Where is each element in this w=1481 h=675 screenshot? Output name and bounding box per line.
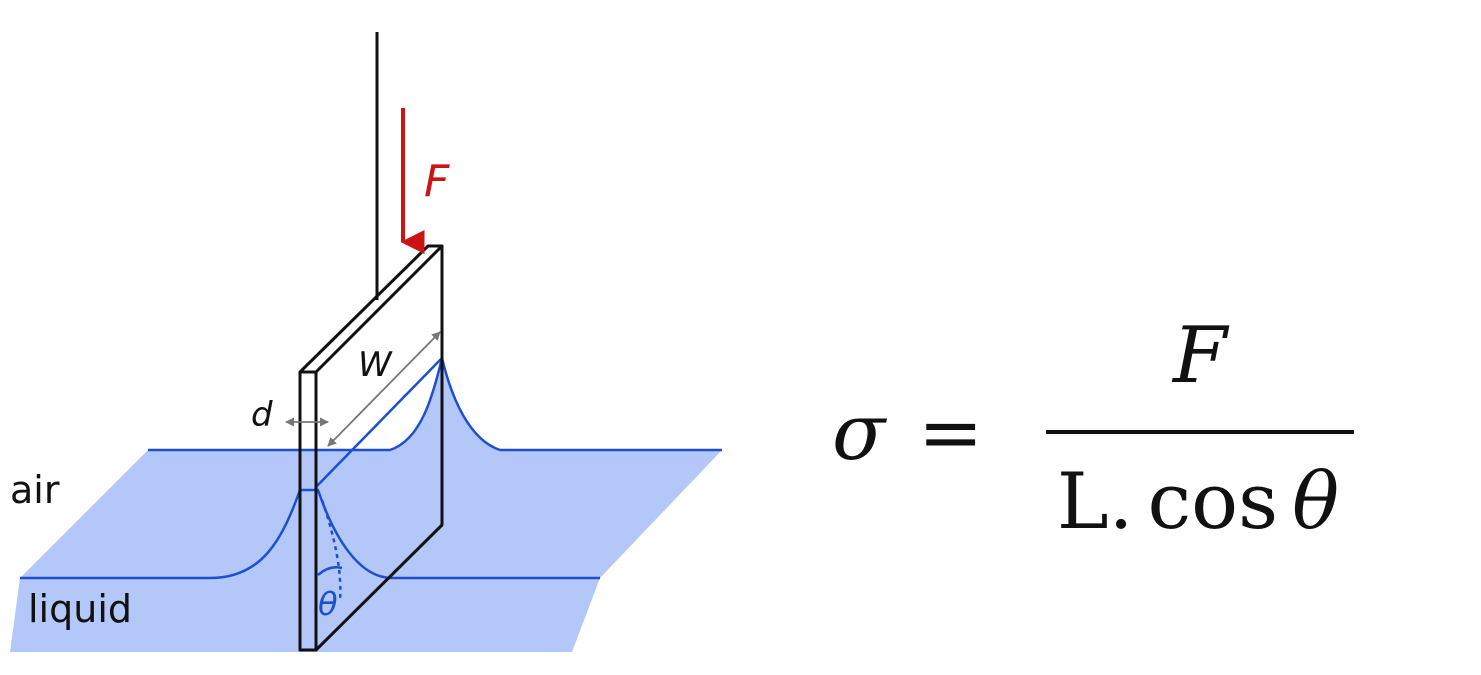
equation-equals: =	[918, 388, 983, 478]
contact-angle-line	[320, 499, 342, 601]
denominator-prefix: L.	[1057, 457, 1134, 547]
force-label: F	[424, 156, 450, 207]
equation-lhs: σ	[832, 388, 887, 478]
thickness-label: d	[251, 395, 273, 435]
contact-angle-arc	[317, 566, 343, 576]
liquid-label: liquid	[28, 587, 132, 631]
angle-label: θ	[318, 585, 338, 623]
plate	[298, 244, 444, 652]
width-dimension-arrow	[327, 331, 441, 447]
denominator-func: cos	[1147, 457, 1278, 547]
liquid-surface-front	[10, 490, 600, 652]
denominator-var: θ	[1292, 457, 1339, 547]
liquid-surface-back	[20, 358, 722, 578]
width-label: W	[358, 345, 393, 385]
air-label: air	[10, 468, 60, 512]
equation-numerator: F	[1171, 311, 1230, 401]
